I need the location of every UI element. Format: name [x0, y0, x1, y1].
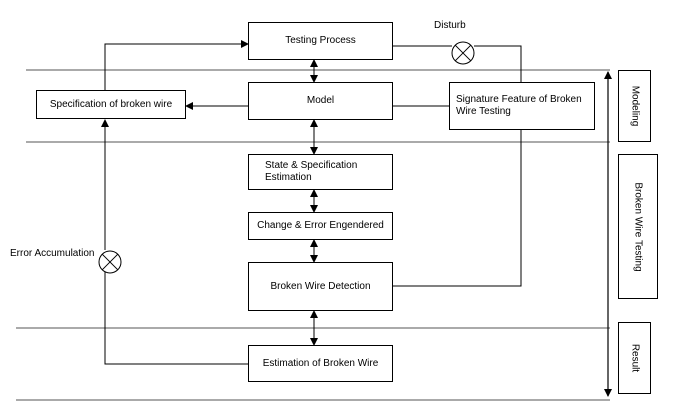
testing-process-box: Testing Process: [248, 22, 393, 60]
broken-detection-label: Broken Wire Detection: [270, 280, 371, 292]
stage-modeling-box: Modeling: [618, 70, 651, 142]
connector-spec-to-testing: [104, 40, 249, 90]
connector-estimation-to-error: [104, 272, 248, 365]
stage-result-box: Result: [618, 322, 651, 394]
error-accumulation-label: Error Accumulation: [10, 248, 95, 259]
stage-result-label: Result: [629, 343, 640, 373]
connector-disturb-to-signature: [474, 45, 522, 82]
specification-label: Specification of broken wire: [49, 98, 173, 110]
disturb-summing-junction: [451, 41, 475, 65]
connector-detection-to-signature: [392, 130, 522, 287]
broken-detection-box: Broken Wire Detection: [248, 262, 393, 311]
stage-broken-wire-testing-box: Broken Wire Testing: [618, 154, 658, 299]
change-error-label: Change & Error Engendered: [257, 220, 384, 231]
model-box: Model: [248, 82, 393, 120]
signature-feature-box: Signature Feature of Broken Wire Testing: [449, 82, 595, 130]
change-error-box: Change & Error Engendered: [248, 212, 393, 240]
signature-feature-label: Signature Feature of Broken Wire Testing: [456, 94, 582, 117]
estimation-broken-box: Estimation of Broken Wire: [248, 345, 393, 382]
model-label: Model: [306, 95, 335, 106]
estimation-broken-label: Estimation of Broken Wire: [262, 357, 379, 369]
error-summing-junction: [98, 250, 122, 274]
stage-broken-wire-testing-label: Broken Wire Testing: [632, 181, 644, 272]
state-estimation-label: State & Specification Estimation: [265, 160, 358, 183]
stage-modeling-label: Modeling: [629, 85, 640, 127]
testing-process-label: Testing Process: [285, 35, 356, 46]
specification-box: Specification of broken wire: [36, 90, 186, 119]
state-estimation-box: State & Specification Estimation: [248, 154, 393, 190]
disturb-label: Disturb: [434, 20, 466, 31]
